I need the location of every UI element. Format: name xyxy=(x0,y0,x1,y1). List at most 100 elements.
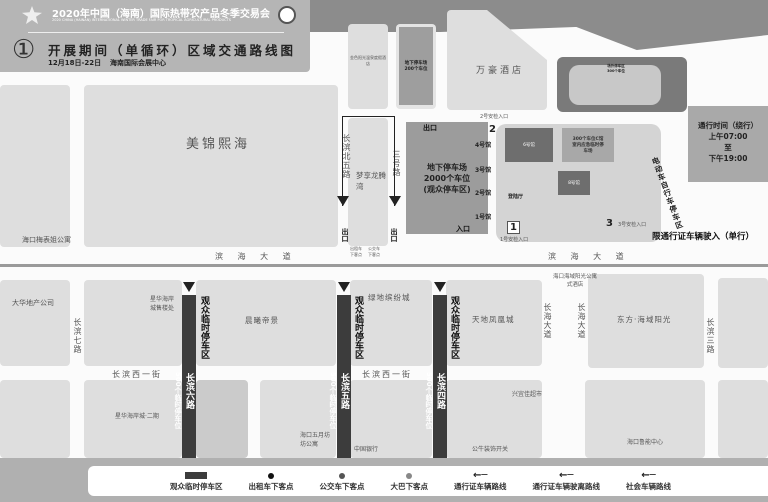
header-panel: 2020年中国（海南）国际热带农产品冬季交易会 2020 CHINA (HAIN… xyxy=(0,0,310,72)
place-mengxiang: 梦享龙腾湾 xyxy=(356,171,386,191)
block-hotel-sun xyxy=(348,24,388,109)
time-title: 通行时间（绕行） xyxy=(698,121,758,130)
place-meipo-apt: 海口梅表姐公寓 xyxy=(22,236,71,244)
time-from: 上午07:00 xyxy=(708,132,748,141)
legend-item-taxi: 出租车下客点 xyxy=(249,471,294,492)
arrow-left-icon: ←─ xyxy=(559,470,574,481)
road-changbin-n5: 长滨北五路 xyxy=(342,134,351,179)
legend-label: 大巴下客点 xyxy=(390,481,429,491)
temp-spots-6: 500个临时停车位 xyxy=(174,372,182,429)
block xyxy=(0,380,70,458)
hall-1: 1号馆 xyxy=(475,214,492,221)
legend-label: 公交车下客点 xyxy=(319,481,365,491)
road-sanhao: 三号路 xyxy=(392,150,401,177)
temp-parking-strip-5: 长滨五路 500个临时停车位 xyxy=(329,295,351,458)
hall-6-building: 6号馆 xyxy=(505,128,553,162)
main-parking-label-3: (观众停车区) xyxy=(423,184,471,194)
hall-8: 8号馆 xyxy=(568,181,580,186)
gate-1: 1号安检入口 xyxy=(500,237,529,243)
arrow-left-icon: ←─ xyxy=(641,470,656,481)
place-gongniu: 公牛装饰开关 xyxy=(472,446,509,453)
block xyxy=(0,280,70,366)
road-changbin-4: 长滨四路 xyxy=(435,372,445,409)
main-parking-label-1: 地下停车场 xyxy=(427,162,467,172)
exit-middle: 出口 xyxy=(390,228,398,242)
road-changbin-w1-left: 长滨西一街 xyxy=(112,370,162,379)
arrow-left-icon: ←─ xyxy=(473,470,488,481)
map-number: ① xyxy=(12,35,36,65)
place-haiyu-hotel: 海口海域阳光公寓式酒店 xyxy=(553,274,598,288)
block xyxy=(446,280,542,366)
exit-left: 出口 xyxy=(341,228,349,242)
dot-black-icon xyxy=(268,472,274,479)
temp-area-4: 观众临时停车区 xyxy=(449,296,459,359)
time-to-word: 至 xyxy=(724,143,732,152)
underground-200: 地下停车场200个车位 xyxy=(399,27,433,105)
legend-item-bus: 公交车下客点 xyxy=(320,471,365,492)
entrance-label: 入口 xyxy=(456,225,470,233)
temp-spots-4: 500个临时停车位 xyxy=(425,372,433,429)
place-boc: 中国银行 xyxy=(354,446,379,453)
place-chenxi: 晨曦帝景 xyxy=(245,316,279,325)
dot-lightgray-icon xyxy=(406,472,413,479)
legend-item-pass-exit-route: ←─通行证车辆驶离路线 xyxy=(532,470,601,492)
legend-item-coach: 大巴下客点 xyxy=(390,471,429,492)
divider xyxy=(28,32,284,33)
block xyxy=(84,280,182,366)
temp-area-6: 观众临时停车区 xyxy=(199,296,209,359)
venue: 海南国际会展中心 xyxy=(110,59,166,67)
road-changhai-2: 长海大道 xyxy=(577,303,586,339)
road-changhai-1: 长海大道 xyxy=(543,303,552,339)
main-parking: 地下停车场 2000个车位 (观众停车区) xyxy=(406,122,488,234)
road-changbin-w1-right: 长滨西一街 xyxy=(362,370,412,379)
place-luneng: 海口鲁能中心 xyxy=(627,439,664,446)
bus-drop: 公交车下客点 xyxy=(368,246,380,257)
place-meijin: 美锦熙海 xyxy=(186,137,251,152)
route-arrow-down xyxy=(338,282,350,292)
gate-2-number: 2 xyxy=(489,124,496,135)
place-dongfang: 东方·海域阳光 xyxy=(617,315,672,324)
event-title: 2020年中国（海南）国际热带农产品冬季交易会 xyxy=(52,9,270,20)
place-lvdi: 绿地缤纷城 xyxy=(368,293,411,302)
exit-label: 出口 xyxy=(423,124,437,132)
fair-logo-icon xyxy=(22,6,42,24)
legend-label: 通行证车辆驶离路线 xyxy=(532,481,601,491)
legend-label: 观众临时停车区 xyxy=(170,481,223,491)
event-subtitle: 2020 CHINA (HAINAN) INTERNATIONAL WINTER… xyxy=(52,18,231,22)
block xyxy=(718,380,768,458)
road-changbin-6: 长滨六路 xyxy=(184,372,194,409)
block-changbin-n5 xyxy=(348,118,388,246)
legend-item-parking: 观众临时停车区 xyxy=(170,471,223,492)
block xyxy=(196,380,248,458)
legend-item-pass-route: ←─通行证车辆路线 xyxy=(454,470,507,492)
separator-line xyxy=(0,264,768,267)
gate-3: 3号安检入口 xyxy=(618,222,647,228)
dengluting: 登陆厅 xyxy=(508,194,524,200)
hall-6: 6号馆 xyxy=(523,143,535,148)
underground-200-label: 地下停车场200个车位 xyxy=(404,61,428,72)
block xyxy=(260,380,336,458)
temp-parking-strip-4: 长滨四路 500个临时停车位 xyxy=(425,295,447,458)
dot-gray-icon xyxy=(339,472,345,479)
c-parking: 300个车位C馆室内应急临时停车场 xyxy=(562,128,614,162)
hall-8-building: 8号馆 xyxy=(558,171,590,195)
legend-label: 社会车辆路线 xyxy=(626,481,671,491)
seal-icon xyxy=(278,6,296,24)
place-wanhao: 万豪酒店 xyxy=(476,66,525,76)
place-dahua: 大华地产公司 xyxy=(12,299,54,307)
taxi-drop: 出租车下客点 xyxy=(350,246,362,257)
route-arrow-down xyxy=(389,196,401,206)
dates: 12月18日-22日 xyxy=(48,59,102,67)
place-hotel-sun: 金色阳光温泉度假酒店 xyxy=(350,55,386,66)
place-xinghua-sales: 星华海岸城售楼处 xyxy=(150,296,175,312)
legend-label: 出租车下客点 xyxy=(248,481,294,491)
legend: 观众临时停车区 出租车下客点 公交车下客点 大巴下客点 ←─通行证车辆路线 ←─… xyxy=(88,466,768,496)
block xyxy=(585,380,705,458)
block xyxy=(446,380,542,458)
block xyxy=(350,380,432,458)
block xyxy=(350,280,432,366)
place-wuyue: 海口五月坊坊公寓 xyxy=(300,432,331,448)
route-arrow-down xyxy=(337,196,349,206)
block xyxy=(84,380,182,458)
gate-1-number: 1 xyxy=(507,221,520,234)
